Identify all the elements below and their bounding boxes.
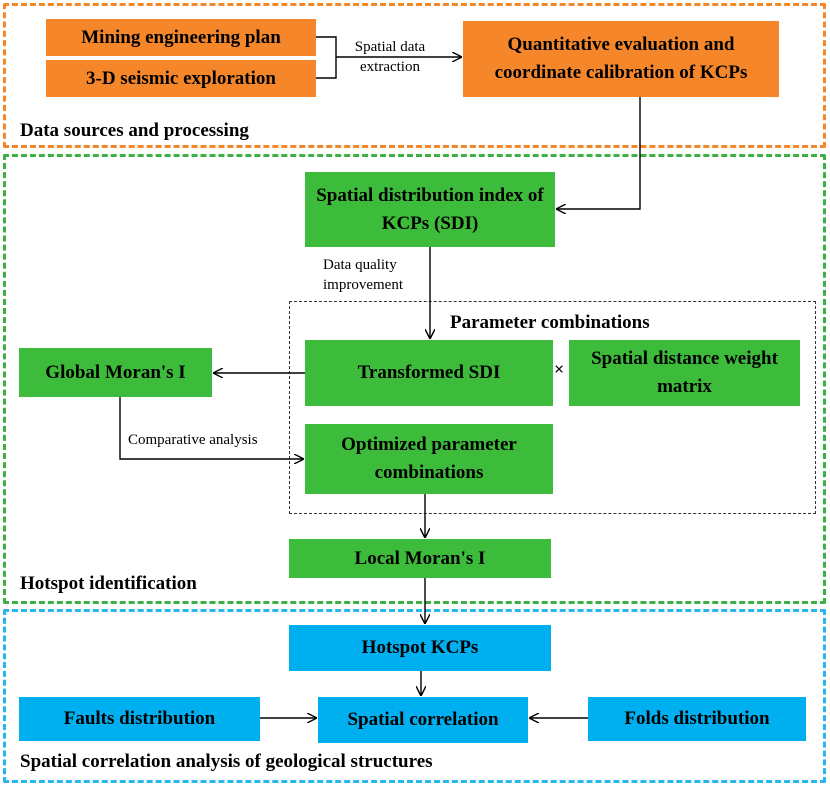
spatial-distance-weight-matrix-box: Spatial distance weight matrix xyxy=(569,340,800,406)
arrow-global-to-optimized xyxy=(119,397,303,459)
parameter-combinations-label: Parameter combinations xyxy=(450,312,650,333)
multiply-symbol: × xyxy=(554,359,565,379)
transformed-sdi-box: Transformed SDI xyxy=(305,340,553,406)
section-label-data-sources: Data sources and processing xyxy=(20,120,249,141)
spatial-data-extraction-label: Spatial data extraction xyxy=(354,39,426,76)
global-morans-i-box: Global Moran's I xyxy=(19,348,212,397)
section-label-spatial-correlation: Spatial correlation analysis of geologic… xyxy=(20,751,433,772)
optimized-parameter-combinations-box: Optimized parameter combinations xyxy=(305,424,553,494)
local-morans-i-box: Local Moran's I xyxy=(289,539,551,578)
data-sources-frame xyxy=(3,3,826,148)
hotspot-kcps-box: Hotspot KCPs xyxy=(289,625,551,671)
hotspot-identification-frame xyxy=(3,154,826,604)
connector-mining-plan xyxy=(316,36,337,79)
parameter-combinations-frame xyxy=(289,301,816,514)
folds-distribution-box: Folds distribution xyxy=(588,697,806,741)
mining-engineering-plan-box: Mining engineering plan xyxy=(46,19,316,56)
sdi-box: Spatial distribution index of KCPs (SDI) xyxy=(305,172,555,247)
spatial-correlation-frame xyxy=(3,609,826,783)
data-quality-improvement-label: Data quality improvement xyxy=(323,257,403,294)
quantitative-evaluation-box: Quantitative evaluation and coordinate c… xyxy=(463,21,779,97)
seismic-exploration-box: 3-D seismic exploration xyxy=(46,60,316,97)
faults-distribution-box: Faults distribution xyxy=(19,697,260,741)
comparative-analysis-label: Comparative analysis xyxy=(128,432,258,448)
spatial-correlation-box: Spatial correlation xyxy=(318,697,528,743)
arrow-quantitative-to-sdi xyxy=(557,97,641,209)
section-label-hotspot: Hotspot identification xyxy=(20,573,197,594)
